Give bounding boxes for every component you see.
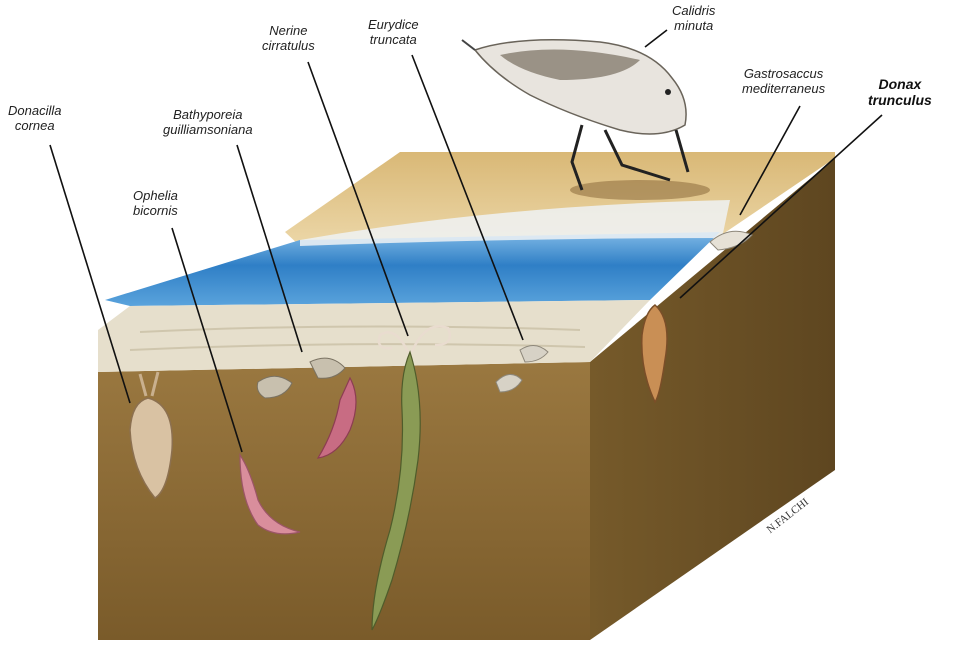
label-ophelia-line2: bicornis — [133, 203, 178, 218]
label-gastrosaccus-line1: Gastrosaccus — [742, 66, 825, 81]
label-ophelia-bicornis: Ophelia bicornis — [133, 188, 178, 218]
label-donax-trunculus: Donax trunculus — [868, 76, 932, 108]
label-nerine-line2: cirratulus — [262, 38, 315, 53]
label-ophelia-line1: Ophelia — [133, 188, 178, 203]
label-eurydice-line2: truncata — [368, 32, 419, 47]
label-donacilla-line2: cornea — [8, 118, 61, 133]
label-eurydice-truncata: Eurydice truncata — [368, 17, 419, 47]
label-bathyporeia-line1: Bathyporeia — [163, 107, 253, 122]
label-calidris-line1: Calidris — [672, 3, 715, 18]
label-donacilla-cornea: Donacilla cornea — [8, 103, 61, 133]
label-donax-line2: trunculus — [868, 92, 932, 108]
wet-sand-surface — [98, 300, 650, 372]
label-donax-line1: Donax — [868, 76, 932, 92]
label-gastrosaccus-line2: mediterraneus — [742, 81, 825, 96]
label-eurydice-line1: Eurydice — [368, 17, 419, 32]
label-bathyporeia-line2: guilliamsoniana — [163, 122, 253, 137]
label-calidris-line2: minuta — [672, 18, 715, 33]
label-donacilla-line1: Donacilla — [8, 103, 61, 118]
label-nerine-line1: Nerine — [262, 23, 315, 38]
water-surface — [105, 232, 720, 306]
label-bathyporeia-guilliamsoniana: Bathyporeia guilliamsoniana — [163, 107, 253, 137]
label-calidris-minuta: Calidris minuta — [672, 3, 715, 33]
label-gastrosaccus-mediterraneus: Gastrosaccus mediterraneus — [742, 66, 825, 96]
label-nerine-cirratulus: Nerine cirratulus — [262, 23, 315, 53]
